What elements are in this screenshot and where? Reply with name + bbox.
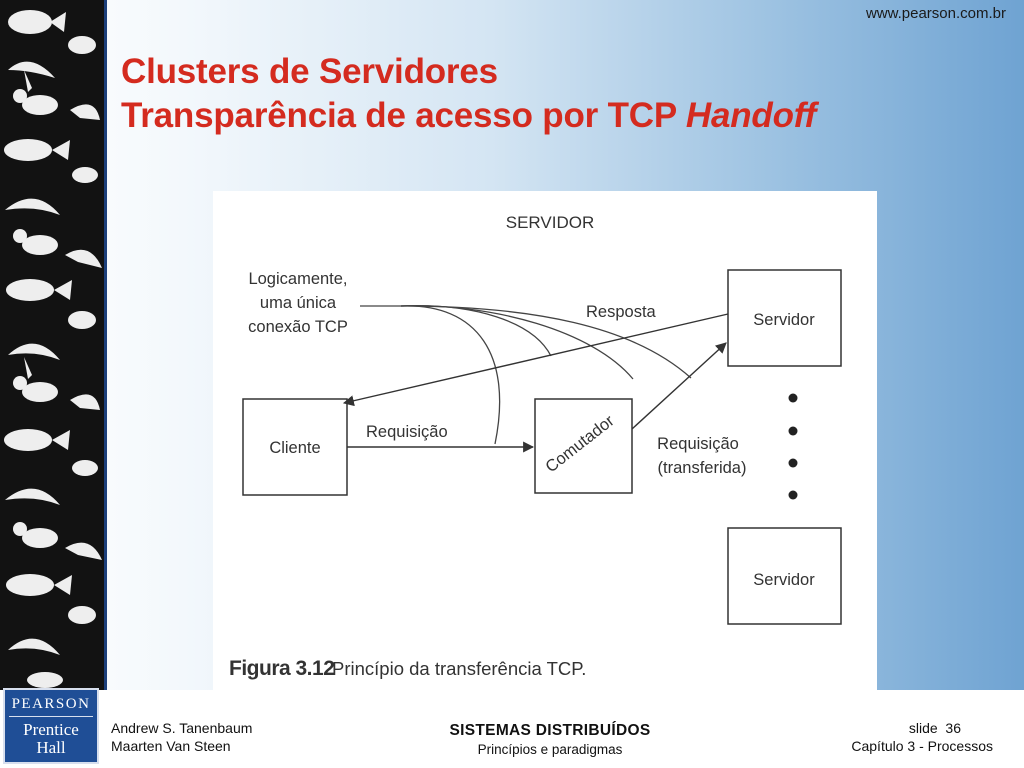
server-top-box [727,269,842,367]
slide-number: slide 36 [908,720,961,736]
logical-connection-line-2: uma única [260,294,337,312]
animal-silhouettes [4,10,102,688]
logo-top-text: PEARSON [9,696,93,717]
logical-connection-curves [360,305,692,445]
site-url: www.pearson.com.br [865,5,1006,22]
logical-connection-line-1: Logicamente, [248,270,347,288]
logical-connection-line-3: conexão TCP [248,318,348,336]
footer-course: SISTEMAS DISTRIBUÍDOS Princípios e parad… [380,721,720,759]
logo-middle-text: Prentice [23,720,79,739]
tcp-handoff-figure: SERVIDOR Logicamente, uma única conexão … [213,191,877,691]
server-bottom-label: Servidor [753,571,815,589]
server-bottom-box [727,527,842,625]
title-emphasis: Handoff [685,96,817,136]
slide-title: Clusters de Servidores Transparência de … [121,50,816,139]
title-line-2-text: Transparência de acesso por TCP [121,96,686,136]
author-2: Maarten Van Steen [111,738,231,754]
more-servers-ellipsis [788,393,798,500]
server-top-label: Servidor [753,311,815,329]
forwarded-line-2: (transferida) [658,459,747,477]
course-subtitle: Princípios e paradigmas [477,742,623,757]
caption-number: Figura 3.12 [229,657,334,680]
forwarded-request-arrow [631,342,727,430]
request-label: Requisição [366,423,448,441]
title-line-1: Clusters de Servidores [121,52,498,91]
response-arrow [342,313,729,407]
response-label: Resposta [586,303,657,321]
footer-authors: Andrew S. Tanenbaum Maarten Van Steen [111,719,252,755]
forwarded-line-1: Requisição [657,435,739,453]
client-box [242,398,348,496]
footer-slide-info: slide 36 Capítulo 3 - Processos [851,719,993,755]
title-line-2: Transparência de acesso por TCP Handoff [121,94,816,138]
tcp-handoff-diagram: SERVIDOR Logicamente, uma única conexão … [229,213,842,680]
client-label: Cliente [269,439,320,457]
pearson-logo: PEARSON Prentice Hall [3,688,99,764]
diagram-heading: SERVIDOR [506,213,595,232]
author-1: Andrew S. Tanenbaum [111,720,253,736]
footer-bar [0,690,1024,768]
chapter-label: Capítulo 3 - Processos [851,738,993,754]
strip-border [104,0,107,690]
animal-pattern-strip [0,0,106,690]
course-title: SISTEMAS DISTRIBUÍDOS [449,722,651,739]
logo-bottom-text: Hall [36,738,66,757]
switch-box [534,398,633,494]
caption-text: Princípio da transferência TCP. [332,658,586,679]
